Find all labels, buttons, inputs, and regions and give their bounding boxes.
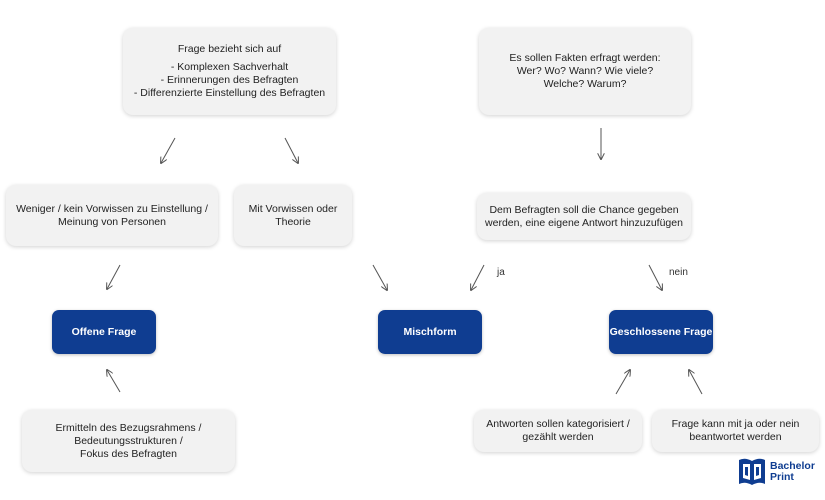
box-frage-bezieht-sich-auf: Frage bezieht sich auf - Komplexen Sachv… [123,28,336,115]
box-weniger-line: Weniger / kein Vorwissen zu Einstellung … [16,202,208,215]
arrow-kategorisiert-to-geschlossene [615,370,630,395]
box-frage-bezug-item: - Komplexen Sachverhalt [170,61,289,73]
box-ja-nein: Frage kann mit ja oder nein beantwortet … [652,410,819,452]
box-weniger-vorwissen: Weniger / kein Vorwissen zu Einstellung … [6,185,218,246]
node-offene-frage: Offene Frage [52,310,156,354]
box-ermitteln: Ermitteln des Bezugsrahmens / Bedeutungs… [22,410,235,472]
edge-label-ja: ja [497,267,505,278]
box-frage-bezug-item: - Erinnerungen des Befragten [160,74,299,86]
logo-text-line2: Print [770,471,794,483]
box-ja-nein-line: Frage kann mit ja oder nein [671,418,800,430]
box-fakten-line: Wer? Wo? Wann? Wie viele? [516,65,654,77]
arrow-chance-to-geschlossene [648,264,662,290]
box-ermitteln-line: Fokus des Befragten [80,447,177,460]
box-ermitteln-line: Bedeutungsstrukturen / [74,434,183,447]
arrow-bezug-to-weniger [161,137,176,163]
bachelorprint-logo: Bachelor Print [737,456,815,488]
box-chance: Dem Befragten soll die Chance gegeben we… [477,193,691,240]
box-fakten-line: Welche? Warum? [543,78,627,90]
arrow-ermitteln-to-offene [107,370,121,393]
book-icon [739,458,765,485]
arrow-bezug-to-mit [284,137,298,163]
arrow-weniger-to-offene [107,264,121,289]
box-fakten: Es sollen Fakten erfragt werden: Wer? Wo… [479,28,691,115]
arrow-mit-to-misch [372,264,387,290]
arrow-chance-to-misch [471,264,485,290]
node-mischform: Mischform [378,310,482,354]
box-chance-line: Dem Befragten soll die Chance gegeben [489,203,679,216]
box-mit-vorwissen: Mit Vorwissen oder Theorie [234,185,352,246]
box-mit-vorwissen-line: Mit Vorwissen oder Theorie [248,202,338,228]
box-kategorisiert-line: Antworten sollen kategorisiert / [486,418,630,430]
box-ermitteln-line: Ermitteln des Bezugsrahmens / [55,421,202,434]
box-kategorisiert-line: gezählt werden [522,431,594,443]
logo-text-line1: Bachelor [770,460,815,472]
node-geschlossene-frage: Geschlossene Frage [609,310,713,354]
box-ja-nein-line: beantwortet werden [689,431,782,443]
box-chance-line: werden, eine eigene Antwort hinzuzufügen [485,216,683,229]
box-weniger-line: Meinung von Personen [58,215,166,228]
arrow-janein-to-geschlossene [689,370,703,395]
edge-label-nein: nein [669,267,688,278]
box-kategorisiert: Antworten sollen kategorisiert / gezählt… [474,410,642,452]
box-frage-bezug-item: - Differenzierte Einstellung des Befragt… [133,87,326,99]
box-fakten-line: Es sollen Fakten erfragt werden: [509,52,661,64]
box-frage-bezug-title: Frage bezieht sich auf [177,43,282,55]
